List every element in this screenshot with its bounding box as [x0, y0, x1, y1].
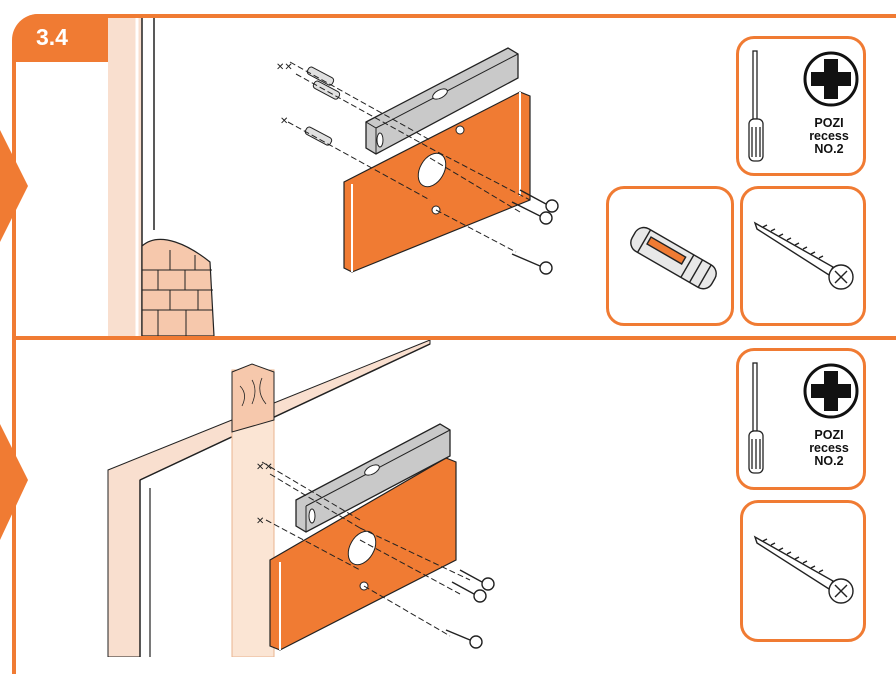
step-number-tab: 3.4 — [16, 14, 108, 62]
pozi-label: POZI recess NO.2 — [797, 117, 861, 156]
pozi-screwdriver-box-top: POZI recess NO.2 — [736, 36, 866, 176]
section-divider — [12, 336, 896, 340]
wall-plug-icon — [627, 224, 720, 293]
pozi-screwdriver-box-bottom: POZI recess NO.2 — [736, 348, 866, 490]
pozi-label: POZI recess NO.2 — [797, 429, 861, 468]
pozi-label-line3: NO.2 — [797, 455, 861, 468]
screwdriver-icon — [749, 51, 763, 161]
step-number: 3.4 — [36, 24, 68, 51]
screw-icon — [755, 223, 853, 289]
wall-plug-box — [606, 186, 734, 326]
screw-box-bottom — [740, 500, 866, 642]
screw-icon — [755, 537, 853, 603]
screw-box-top — [740, 186, 866, 326]
pozi-cross-icon — [805, 365, 857, 417]
screwdriver-icon — [749, 363, 763, 473]
pozi-label-line3: NO.2 — [797, 143, 861, 156]
pozi-cross-icon — [805, 53, 857, 105]
